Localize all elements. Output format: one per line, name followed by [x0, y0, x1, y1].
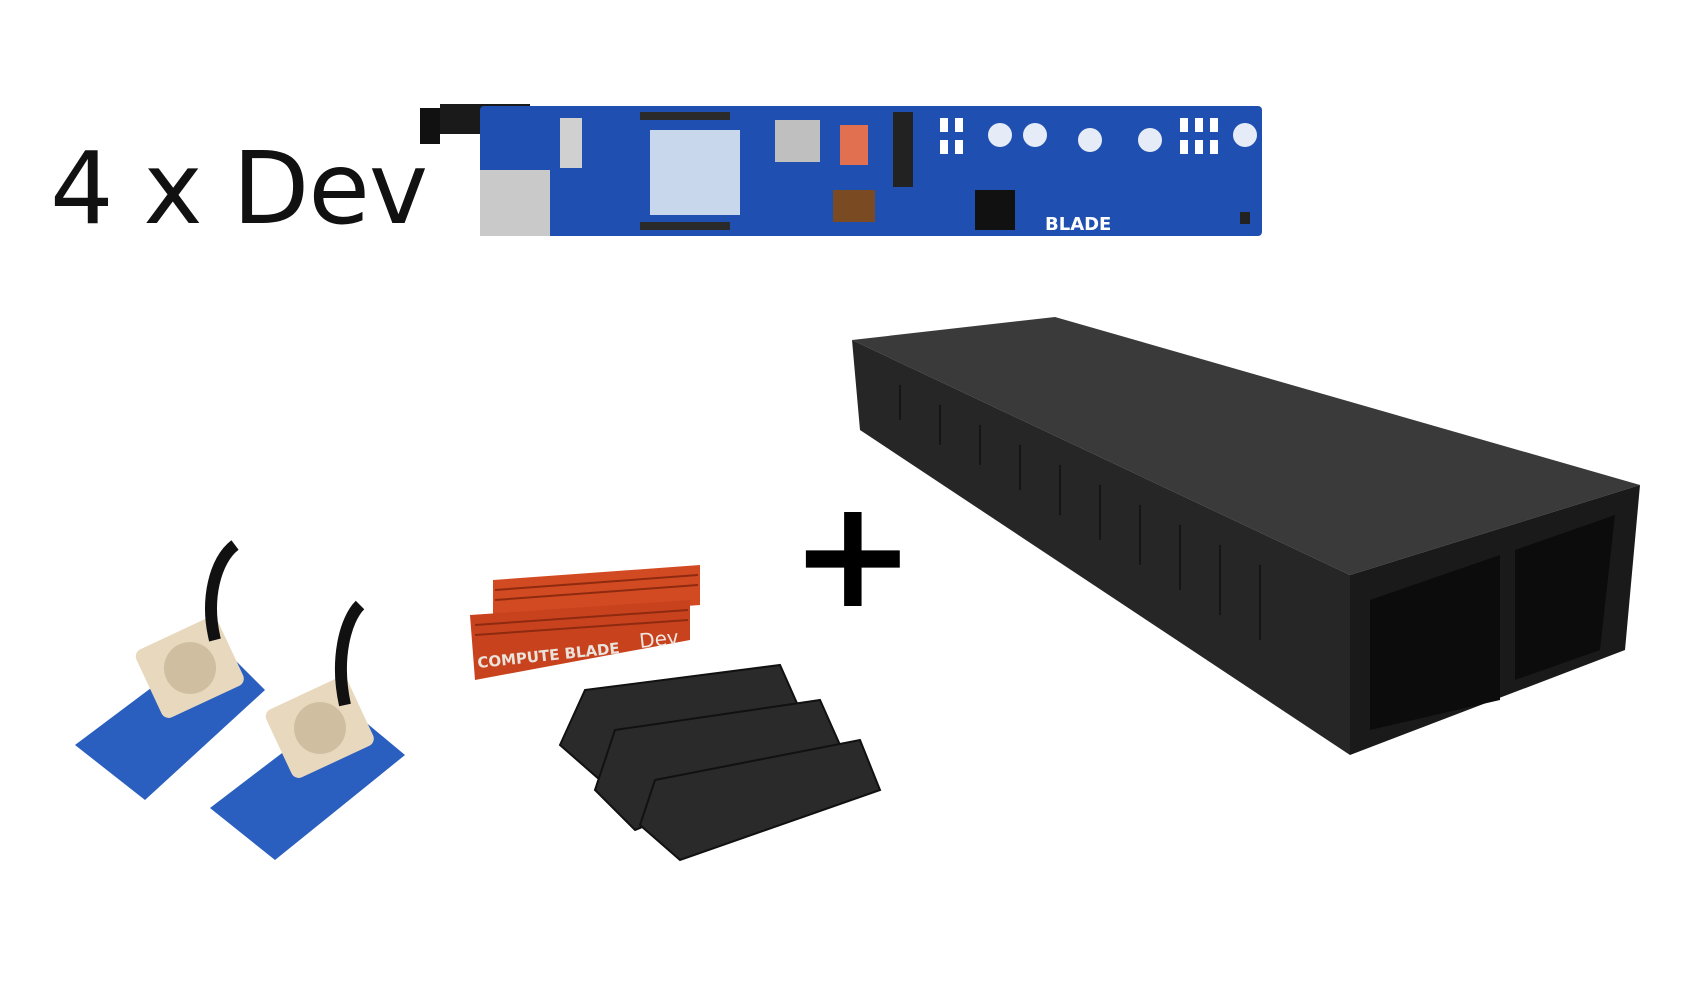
- board-brand-text: BLADE: [1045, 214, 1111, 235]
- plus-symbol: +: [790, 468, 916, 642]
- dev-board: BLADE: [420, 104, 1262, 236]
- heatsink-dev-label: Dev: [638, 625, 680, 653]
- fan-board-1: [75, 540, 265, 800]
- black-heatsinks: [558, 663, 882, 862]
- title-text: 4 x Dev: [50, 130, 428, 247]
- enclosure: [852, 317, 1640, 755]
- fan-board-2: [210, 600, 405, 860]
- red-heatsink: COMPUTE BLADE Dev: [470, 565, 700, 680]
